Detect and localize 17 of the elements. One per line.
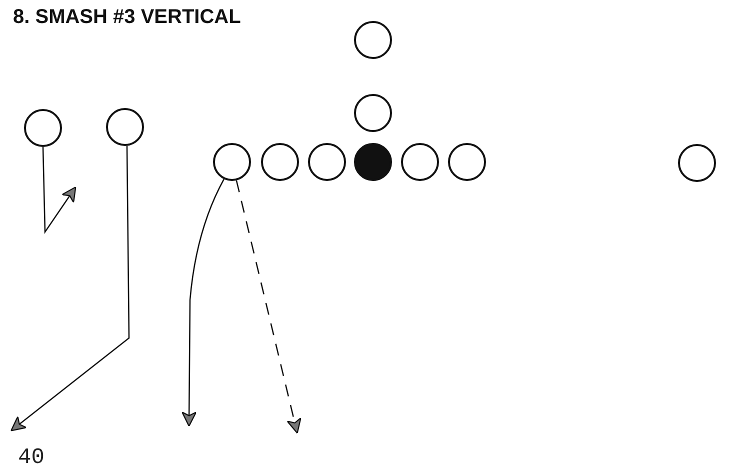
player-circle [678, 144, 716, 182]
player-circle [106, 108, 144, 146]
player-circle [401, 143, 439, 181]
player-circle [213, 143, 251, 181]
number-label: 40 [18, 445, 44, 470]
player-circle [448, 143, 486, 181]
dashed-route-arrow [236, 180, 302, 434]
player-circle [24, 109, 62, 147]
route-arrow [10, 146, 130, 432]
play-title: 8. SMASH #3 VERTICAL [13, 6, 241, 29]
filled-player-circle [354, 143, 392, 181]
player-circle [354, 94, 392, 132]
player-circle [261, 143, 299, 181]
player-circle [354, 21, 392, 59]
route-arrow [182, 178, 224, 427]
route-arrow [42, 146, 76, 234]
player-circle [308, 143, 346, 181]
